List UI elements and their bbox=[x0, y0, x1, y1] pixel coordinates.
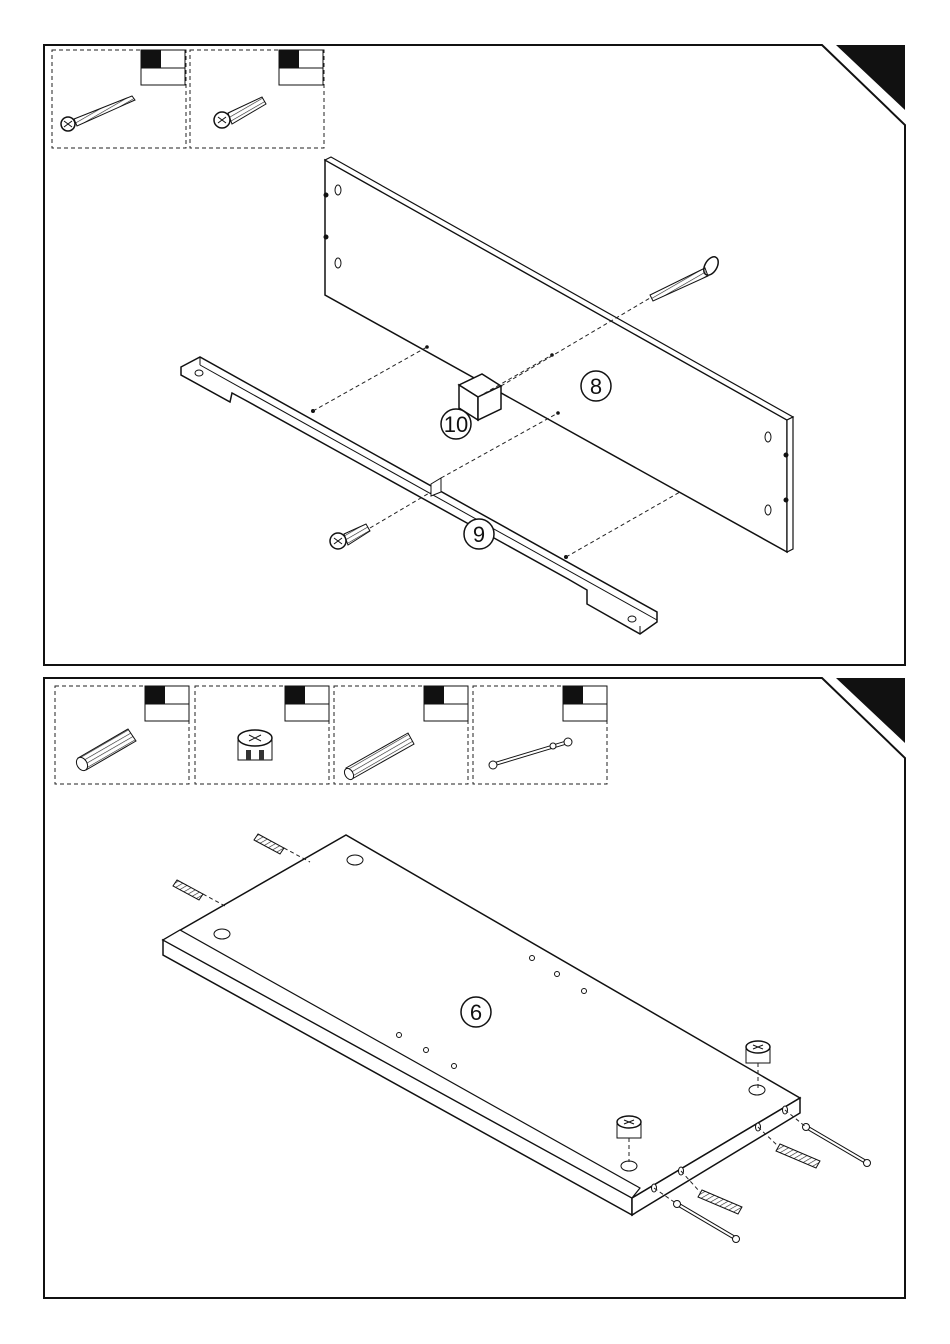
svg-text:9: 9 bbox=[473, 522, 485, 547]
long-dowel-icon bbox=[343, 733, 414, 781]
label-6: 6 bbox=[461, 997, 491, 1027]
wooden-dowel-icon bbox=[74, 729, 136, 773]
dowel-top-1 bbox=[254, 834, 284, 854]
part-box-long-dowel bbox=[334, 686, 468, 784]
part-box-wooden-dowel bbox=[55, 686, 189, 784]
step-2-corner-tab bbox=[836, 678, 905, 743]
step-2-panel: 6 bbox=[44, 678, 905, 1298]
cam-lock-1 bbox=[746, 1041, 770, 1063]
part-box-long-screw bbox=[52, 50, 186, 148]
short-screw-step1 bbox=[330, 524, 370, 549]
long-dowel-1 bbox=[776, 1144, 820, 1168]
label-8: 8 bbox=[581, 371, 611, 401]
long-screw-icon bbox=[61, 96, 135, 131]
part-box-cam-lock bbox=[195, 686, 329, 784]
dowel-top-2 bbox=[173, 880, 203, 900]
cam-lock-2 bbox=[617, 1116, 641, 1138]
svg-text:8: 8 bbox=[590, 374, 602, 399]
short-screw-icon bbox=[214, 97, 266, 128]
cam-lock-icon bbox=[238, 730, 272, 760]
svg-text:6: 6 bbox=[470, 1000, 482, 1025]
connector-bolt-icon bbox=[489, 738, 572, 769]
long-dowel-2 bbox=[698, 1190, 742, 1214]
long-screw-step1 bbox=[650, 254, 721, 301]
part-box-short-screw bbox=[190, 50, 324, 148]
label-10: 10 bbox=[441, 409, 471, 439]
svg-text:10: 10 bbox=[444, 412, 468, 437]
part-box-connector-bolt bbox=[473, 686, 607, 784]
label-9: 9 bbox=[464, 519, 494, 549]
panel-8 bbox=[324, 157, 794, 552]
step-1-panel: 8 9 10 bbox=[44, 45, 905, 665]
step-1-corner-tab bbox=[836, 45, 905, 110]
